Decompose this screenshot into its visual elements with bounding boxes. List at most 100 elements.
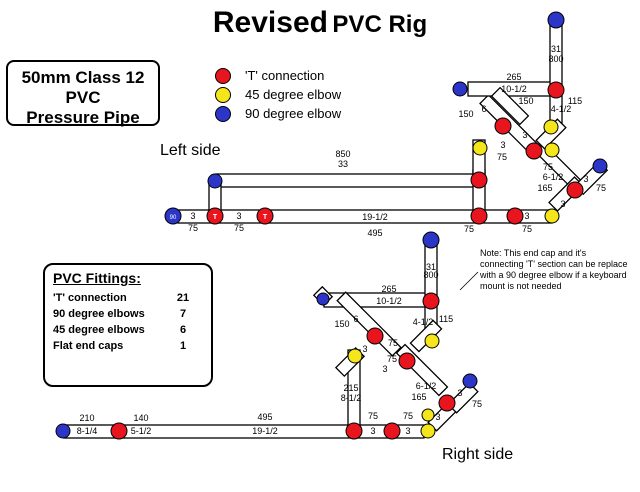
dim-label: 75: [368, 411, 378, 421]
title-main: Revised: [212, 6, 328, 39]
dim-label: 210: [79, 413, 94, 423]
fitting-name: Flat end caps: [53, 340, 124, 352]
legend-item-tee: 'T' connection: [215, 66, 341, 85]
dim-label: 265: [381, 284, 396, 294]
pipe-spec-line1: 50mm Class 12 PVC: [21, 68, 145, 107]
legend: 'T' connection 45 degree elbow 90 degree…: [215, 66, 341, 123]
dim-label: 3: [405, 426, 410, 436]
45-elbow: [544, 208, 560, 224]
tee-mark: T: [263, 214, 268, 221]
yellow-dot-icon: [215, 86, 231, 103]
tee-connection: [256, 207, 274, 225]
cap-mark: 90: [170, 215, 177, 221]
dim-label: 495: [367, 228, 382, 238]
dim-label: 33: [338, 159, 348, 169]
pipe: [215, 173, 481, 188]
dim-label: 215: [343, 383, 358, 393]
dim-label: 3: [190, 211, 195, 221]
45-elbow: [420, 423, 436, 439]
dim-label: 3: [382, 364, 387, 374]
dim-label: 4-1/2: [413, 317, 434, 327]
dim-label: 165: [537, 183, 552, 193]
tee-connection: [206, 207, 224, 225]
pipe: [336, 291, 402, 357]
end-cap-note: Note: This end cap and it's connecting '…: [480, 248, 628, 291]
dim-label: 3: [583, 174, 588, 184]
legend-label: 45 degree elbow: [245, 87, 342, 102]
dim-label: 10-1/2: [501, 84, 527, 94]
45-elbow: [347, 348, 363, 364]
fittings-box: PVC Fittings: 'T' connection 21 90 degre…: [43, 263, 213, 387]
title-sub: PVC Rig: [332, 11, 428, 38]
fitting-name: 'T' connection: [53, 292, 127, 304]
tee-connection: [470, 207, 488, 225]
pipe-spec-line2: Pressure Pipe: [26, 108, 140, 127]
dim-label: 3: [362, 344, 367, 354]
dim-label: 75: [522, 224, 532, 234]
tee-connection: [422, 292, 440, 310]
legend-item-45-elbow: 45 degree elbow: [215, 85, 341, 104]
fitting-row: Flat end caps 1: [53, 338, 211, 354]
fitting-count: 21: [176, 292, 190, 304]
dim-label: 8-1/2: [341, 393, 362, 403]
dim-label: 75: [472, 399, 482, 409]
tee-connection: [366, 327, 384, 345]
45-elbow: [544, 142, 560, 158]
fitting-row: 'T' connection 21: [53, 290, 211, 306]
note-pointer: [459, 271, 479, 291]
dim-label: 8-1/4: [77, 426, 98, 436]
tee-mark: T: [213, 214, 218, 221]
right-side-label: Right side: [442, 446, 514, 463]
dim-label: 75: [387, 354, 397, 364]
dim-label: 4-1/2: [551, 104, 572, 114]
45-elbow: [421, 408, 435, 422]
dim-label: 165: [411, 392, 426, 402]
dim-label: 495: [257, 412, 272, 422]
tee-connection: [470, 171, 488, 189]
dim-label: 115: [568, 96, 582, 106]
blue-dot-icon: [215, 105, 231, 122]
dim-label: 3: [560, 199, 565, 209]
tee-connection: [566, 181, 584, 199]
dim-label: 3: [236, 211, 241, 221]
tee-connection: [547, 81, 565, 99]
45-elbow: [472, 140, 488, 156]
dim-label: 265: [506, 72, 521, 82]
90-elbow: [462, 373, 478, 389]
dim-label: 10-1/2: [376, 296, 402, 306]
dim-label: 75: [188, 223, 198, 233]
pipe: [490, 86, 530, 126]
fitting-count: 7: [179, 308, 187, 320]
dim-label: 3: [435, 412, 440, 422]
dim-label: 75: [388, 338, 398, 348]
dim-label: 3: [500, 140, 505, 150]
dim-label: 150: [518, 96, 533, 106]
fitting-count: 6: [179, 324, 187, 336]
left-side-label: Left side: [160, 142, 221, 159]
tee-connection: [398, 352, 416, 370]
tee-connection: [438, 394, 456, 412]
90-elbow: [422, 231, 440, 249]
fitting-row: 45 degree elbows 6: [53, 322, 211, 338]
fitting-count: 1: [179, 340, 187, 352]
end-cap-90-elbow: [164, 207, 182, 225]
45-elbow: [543, 119, 559, 135]
dim-label: 75: [497, 152, 507, 162]
90-elbow: [207, 173, 223, 189]
dim-label: 31: [426, 262, 436, 272]
dim-label: 150: [334, 319, 349, 329]
dim-label: 19-1/2: [252, 426, 278, 436]
fitting-name: 90 degree elbows: [53, 308, 145, 320]
dim-label: 6: [481, 104, 486, 114]
tee-connection: [383, 422, 401, 440]
diagram-title: Revised PVC Rig: [0, 6, 640, 40]
dim-label: 3: [457, 388, 462, 398]
tee-connection: [494, 117, 512, 135]
dim-label: 140: [133, 413, 148, 423]
legend-item-90-elbow: 90 degree elbow: [215, 104, 341, 123]
90-elbow: [55, 423, 71, 439]
90-elbow: [316, 292, 330, 306]
dim-label: 75: [543, 162, 553, 172]
fitting-name: 45 degree elbows: [53, 324, 145, 336]
